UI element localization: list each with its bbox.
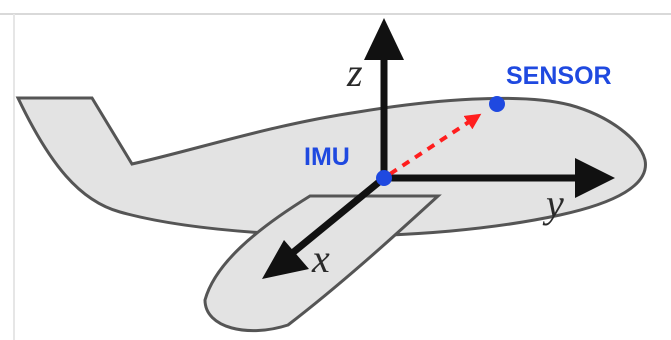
sensor-label: SENSOR bbox=[506, 62, 612, 90]
imu-label: IMU bbox=[304, 143, 350, 171]
x-axis-line bbox=[287, 175, 387, 258]
z-axis-arrowhead bbox=[364, 18, 404, 60]
axis-label-z: z bbox=[346, 50, 363, 95]
imu-point bbox=[376, 170, 392, 186]
axis-label-x: x bbox=[311, 236, 330, 281]
imu-to-sensor-vector bbox=[388, 113, 482, 176]
x-axis-arrowhead bbox=[262, 240, 309, 279]
axis-label-y: y bbox=[542, 181, 564, 226]
airplane-fuselage bbox=[15, 96, 647, 238]
sensor-point bbox=[489, 96, 505, 112]
y-axis-arrowhead bbox=[575, 158, 615, 198]
airplane-wing bbox=[203, 194, 442, 333]
